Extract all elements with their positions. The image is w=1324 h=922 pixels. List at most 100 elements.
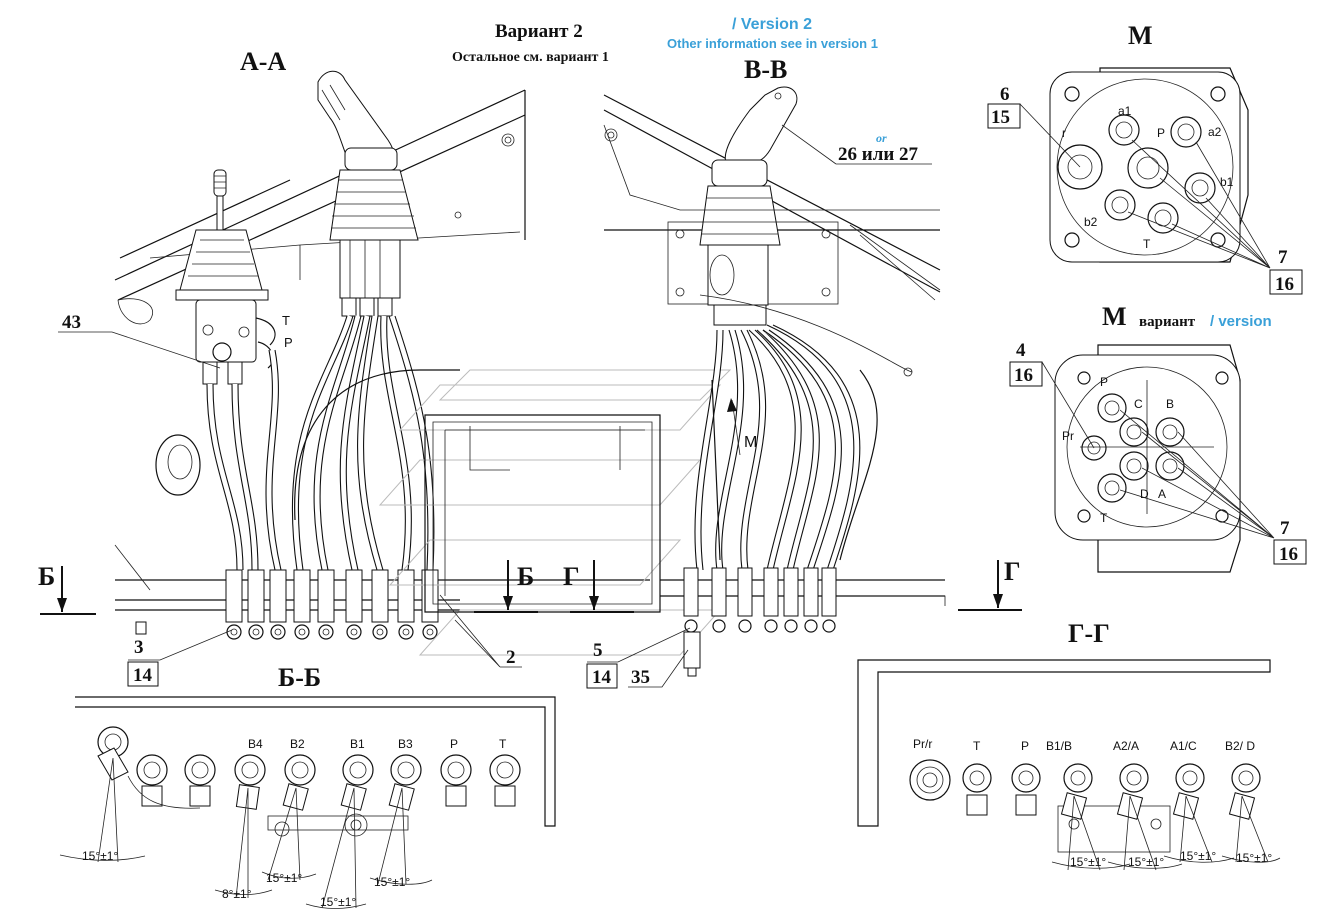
callout-4: 4 bbox=[1016, 340, 1026, 361]
variant-title-ru: Вариант 2 bbox=[495, 21, 583, 42]
port-label-p-variant: P bbox=[1100, 375, 1108, 389]
port-fittings-m bbox=[1057, 114, 1216, 234]
console-box bbox=[294, 369, 661, 613]
hose-bundle-aa bbox=[206, 315, 435, 571]
fitting bbox=[803, 567, 819, 633]
section-marker-g-right: Г bbox=[1004, 557, 1021, 586]
gg-bracket bbox=[1057, 805, 1171, 853]
joystick-handle bbox=[724, 86, 798, 163]
bb-angle-2: 8°±1° bbox=[222, 887, 252, 901]
fitting bbox=[737, 567, 753, 633]
svg-text:Б: Б bbox=[517, 562, 534, 591]
bb-port-t: T bbox=[499, 737, 507, 751]
port-label-b1: b1 bbox=[1220, 175, 1234, 189]
fitting-front bbox=[1172, 763, 1205, 820]
section-vv-label: В-В bbox=[744, 55, 787, 84]
fittings-gg bbox=[909, 759, 1261, 820]
variant-title-en: / Version 2 bbox=[732, 16, 812, 33]
callout-3: 3 bbox=[134, 637, 144, 658]
gg-port-b2d: B2/ D bbox=[1225, 739, 1255, 753]
fitting-front bbox=[1228, 763, 1261, 820]
section-aa: А-А T P bbox=[38, 47, 650, 687]
callout-6: 6 bbox=[1000, 84, 1010, 105]
bb-port-b4: B4 bbox=[248, 737, 263, 751]
fitting-front bbox=[909, 759, 951, 801]
bb-port-p: P bbox=[450, 737, 458, 751]
svg-text:Г: Г bbox=[563, 562, 580, 591]
fitting bbox=[683, 567, 699, 633]
port-label-c-variant: C bbox=[1134, 397, 1143, 411]
fitting-front bbox=[1116, 763, 1149, 820]
port-label-a-variant: A bbox=[1158, 487, 1166, 501]
bb-port-b3: B3 bbox=[398, 737, 413, 751]
callout-15: 15 bbox=[991, 107, 1010, 128]
bolt bbox=[135, 621, 147, 635]
fitting bbox=[821, 567, 837, 633]
fittings-bb bbox=[97, 726, 521, 811]
section-marker-b-mid: Б bbox=[474, 560, 538, 613]
fitting bbox=[247, 569, 265, 640]
panel-bolt bbox=[501, 133, 515, 147]
section-gg: Г-Г bbox=[857, 619, 1281, 871]
section-aa-label: А-А bbox=[240, 47, 286, 76]
bb-port-b1: B1 bbox=[350, 737, 365, 751]
port-label-a1: a1 bbox=[1118, 104, 1132, 118]
section-vv: В-В bbox=[586, 55, 1022, 689]
view-m-variant-letter: М bbox=[1102, 302, 1127, 331]
view-m: М r a1 P a2 b1 b2 T 6 15 7 16 bbox=[987, 21, 1303, 295]
variant-note-en: Other information see in version 1 bbox=[667, 36, 878, 51]
section-gg-label: Г-Г bbox=[1068, 619, 1110, 648]
fitting-front bbox=[340, 754, 374, 811]
panel-bolt bbox=[454, 211, 462, 219]
panel-bolt bbox=[604, 128, 618, 142]
fitting-front bbox=[136, 754, 168, 807]
fitting-front bbox=[1060, 763, 1093, 820]
cab-panel-lines bbox=[114, 89, 526, 301]
valve-port-p: P bbox=[284, 335, 293, 350]
callout-35: 35 bbox=[631, 667, 650, 688]
callout-26-or-27: 26 или 27 bbox=[838, 144, 919, 165]
bb-port-b2: B2 bbox=[290, 737, 305, 751]
bb-angle-5: 15°±1° bbox=[374, 875, 410, 889]
grommet bbox=[155, 434, 201, 496]
view-m-variant: М вариант / version P C B Pr D A T 4 16 bbox=[1009, 302, 1307, 573]
view-arrow-m: М bbox=[744, 434, 757, 451]
fittings-row-vv bbox=[683, 567, 837, 633]
joystick-boot bbox=[699, 185, 781, 246]
view-m-variant-ru: вариант bbox=[1139, 314, 1196, 330]
joystick-boot bbox=[329, 169, 419, 241]
port-label-t: T bbox=[1143, 237, 1151, 251]
fitting-front bbox=[184, 754, 216, 807]
gg-port-p: P bbox=[1021, 739, 1029, 753]
fitting-front bbox=[97, 726, 129, 781]
section-marker-b-left: Б bbox=[38, 562, 55, 591]
section-bb-label: Б-Б bbox=[278, 663, 321, 692]
fitting-front bbox=[1011, 763, 1041, 816]
drawing-header: Вариант 2 / Version 2 Остальное см. вари… bbox=[452, 16, 878, 65]
valve-body bbox=[195, 299, 257, 363]
port-label-b2: b2 bbox=[1084, 215, 1098, 229]
fitting bbox=[317, 569, 335, 640]
port-label-pr-variant: Pr bbox=[1062, 429, 1074, 443]
port-label-d-variant: D bbox=[1140, 487, 1149, 501]
fitting bbox=[397, 569, 415, 640]
callout-14a: 14 bbox=[133, 665, 153, 686]
gg-port-a2a: A2/A bbox=[1113, 739, 1139, 753]
fitting bbox=[783, 567, 799, 633]
callout-16c: 16 bbox=[1279, 544, 1298, 565]
fitting bbox=[293, 569, 311, 640]
bb-angle-3: 15°±1° bbox=[266, 871, 302, 885]
fitting bbox=[763, 567, 779, 633]
bb-angle-4: 15°±1° bbox=[320, 895, 356, 909]
gg-port-pr: Pr/r bbox=[913, 737, 932, 751]
callout-or: or bbox=[876, 131, 887, 145]
gg-port-b1b: B1/B bbox=[1046, 739, 1072, 753]
callout-7a: 7 bbox=[1278, 247, 1288, 268]
callout-14b: 14 bbox=[592, 667, 612, 688]
gg-port-a1c: A1/C bbox=[1170, 739, 1197, 753]
fitting bbox=[711, 567, 727, 633]
bb-angle-1: 15°±1° bbox=[82, 849, 118, 863]
gg-port-t: T bbox=[973, 739, 981, 753]
view-m-variant-en: / version bbox=[1210, 313, 1272, 330]
